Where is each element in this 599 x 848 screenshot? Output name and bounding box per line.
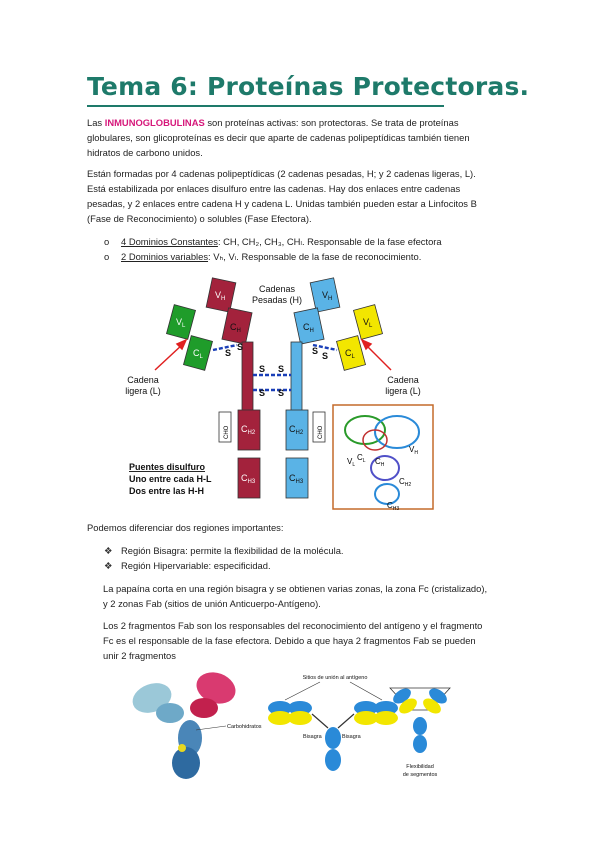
structure-line-2: Está estabilizada por enlaces disulfuro … (87, 183, 461, 194)
svg-text:S: S (259, 388, 265, 398)
intro-line-1: Las INMUNOGLOBULINAS son proteínas activ… (87, 117, 459, 128)
highlight-term: INMUNOGLOBULINAS (104, 117, 205, 128)
region-item-hypervariable: ❖ Región Hipervariable: especificidad. (104, 560, 271, 571)
disulfide-legend: Puentes disulfuro Uno entre cada H-L Dos… (129, 462, 212, 496)
structure-line-4: (Fase de Reconocimiento) o solubles (Fas… (87, 213, 312, 224)
light-chain-arrows (154, 338, 392, 371)
svg-text:S: S (237, 342, 243, 352)
antibody-structure-figure: S S S S S S S S VH CH VH CH VL CL VL CL … (125, 277, 434, 512)
domain-item-variable: o 2 Dominios variables: Vₕ, Vₗ. Responsa… (104, 251, 422, 262)
svg-text:VH: VH (215, 290, 225, 302)
protein-structure-inset: VL CL CH VH CH2 CH3 (332, 404, 434, 512)
svg-text:CL: CL (193, 348, 204, 360)
molecular-model: Carbohidratos (132, 672, 262, 779)
svg-text:Pesadas (H): Pesadas (H) (252, 295, 302, 305)
svg-text:Cadena: Cadena (127, 375, 159, 385)
schematic-antibody-flexibility: Flexibilidad de segmentos (389, 687, 451, 778)
svg-text:CHO: CHO (224, 425, 230, 439)
svg-text:Sitios de unión al antígeno: Sitios de unión al antígeno (303, 675, 368, 681)
heavy-chains-label: Cadenas Pesadas (H) (252, 284, 302, 305)
bullet-marker: o (104, 251, 110, 262)
svg-text:Flexibilidad: Flexibilidad (406, 764, 434, 770)
light-chain-labels: Cadena ligera (L) Cadena ligera (L) (125, 375, 421, 396)
bullet-marker: ❖ (104, 545, 113, 556)
fragments-paragraph: Los 2 fragmentos Fab son los responsable… (103, 620, 483, 661)
svg-text:S: S (225, 348, 231, 358)
svg-text:Cadena: Cadena (387, 375, 419, 385)
antibody-models-figure: Carbohidratos Sitios de unión al antígen… (132, 672, 451, 779)
light-chain-left (166, 304, 213, 371)
structure-line-1: Están formadas por 4 cadenas polipeptídi… (87, 168, 476, 179)
svg-text:CHO: CHO (318, 425, 324, 439)
disulfide-bonds (212, 343, 338, 392)
regions-intro: Podemos diferenciar dos regiones importa… (87, 522, 284, 533)
svg-text:CH: CH (230, 322, 241, 334)
svg-text:Dos entre las H-H: Dos entre las H-H (129, 486, 204, 496)
svg-text:Uno entre cada H-L: Uno entre cada H-L (129, 474, 212, 484)
svg-text:Bisagra: Bisagra (303, 734, 323, 740)
svg-text:CL: CL (345, 348, 356, 360)
svg-text:CH3: CH3 (289, 473, 304, 485)
heavy-chain-right (285, 277, 341, 499)
svg-text:CH3: CH3 (387, 501, 399, 512)
svg-text:CH2: CH2 (289, 424, 304, 436)
intro-line-2: globulares, son glicoproteínas es decir … (87, 132, 470, 143)
structure-line-3: pesadas, y 2 enlaces entre cadena H y ca… (87, 198, 477, 209)
domain-label: 4 Dominios Constantes (121, 236, 218, 247)
structure-paragraph: Están formadas por 4 cadenas polipeptídi… (87, 166, 527, 226)
svg-text:S: S (312, 346, 318, 356)
svg-text:Carbohidratos: Carbohidratos (227, 724, 262, 730)
svg-text:S: S (278, 364, 284, 374)
heavy-chain-left (205, 277, 261, 499)
sulfur-labels: S S S S S S S S (225, 342, 328, 398)
svg-text:de segmentos: de segmentos (403, 772, 438, 778)
intro-paragraph: Las INMUNOGLOBULINAS son proteínas activ… (87, 115, 527, 160)
domain-label: 2 Dominios variables (121, 251, 209, 262)
schematic-antibody-hinge: Sitios de unión al antígeno Bisagra Bisa… (268, 675, 398, 771)
page-title: Tema 6: Proteínas Protectoras. (87, 72, 530, 101)
svg-text:VL: VL (363, 317, 373, 329)
svg-text:VH: VH (409, 445, 418, 456)
svg-text:VH: VH (322, 290, 332, 302)
domain-item-constant: o 4 Dominios Constantes: CH, CH₂, CH₃, C… (104, 236, 442, 247)
svg-text:Cadenas: Cadenas (259, 284, 296, 294)
bullet-marker: ❖ (104, 560, 113, 571)
title-underline (87, 105, 444, 107)
svg-text:CH: CH (303, 322, 314, 334)
svg-text:ligera (L): ligera (L) (385, 386, 421, 396)
intro-line-3: hidratos de carbono unidos. (87, 147, 203, 158)
svg-text:CL: CL (357, 453, 366, 464)
svg-text:VL: VL (176, 317, 186, 329)
svg-text:S: S (322, 351, 328, 361)
papain-paragraph: La papaína corta en una región bisagra y… (103, 583, 488, 609)
svg-text:S: S (278, 388, 284, 398)
bullet-marker: o (104, 236, 110, 247)
carbohydrate-tags: CHO CHO (218, 411, 326, 443)
light-chain-right (336, 304, 383, 371)
svg-text:CH: CH (375, 457, 385, 468)
domain-labels: VH CH VH CH VL CL VL CL CH2 CH2 CH3 CH3 (176, 290, 373, 485)
region-item-hinge: ❖ Región Bisagra: permite la flexibilida… (104, 545, 344, 556)
svg-text:CH2: CH2 (399, 477, 411, 488)
svg-text:ligera (L): ligera (L) (125, 386, 161, 396)
svg-text:CH2: CH2 (241, 424, 256, 436)
svg-text:VL: VL (347, 457, 355, 468)
svg-text:CH3: CH3 (241, 473, 256, 485)
svg-text:Bisagra: Bisagra (342, 734, 362, 740)
svg-text:Puentes disulfuro: Puentes disulfuro (129, 462, 206, 472)
svg-text:S: S (259, 364, 265, 374)
